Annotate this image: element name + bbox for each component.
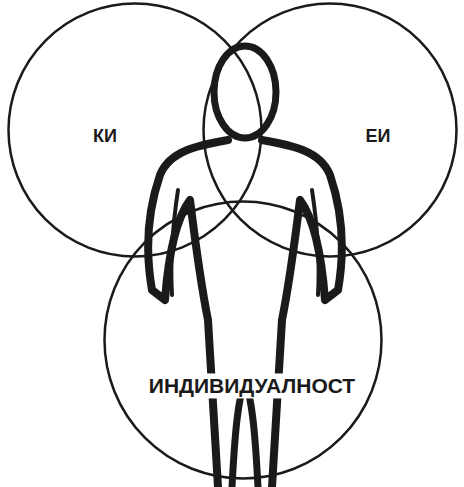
venn-circle: ЕИ [202, 2, 458, 258]
circle-outline [202, 2, 458, 258]
circle-outline [105, 202, 382, 479]
circle-label: ЕИ [363, 126, 394, 148]
venn-circle: ИНДИВИДУАЛНОСТ [103, 200, 383, 480]
figure-arm-line [171, 190, 178, 295]
circle-outline [9, 4, 262, 257]
circle-outline [103, 200, 383, 480]
circle-label: ИНДИВИДУАЛНОСТ [146, 373, 358, 398]
figure-arm-line [312, 190, 319, 295]
venn-circle: КИ [7, 2, 263, 258]
figure-body-left [148, 140, 228, 487]
circle-label: КИ [90, 126, 120, 148]
figure-body-right [262, 140, 342, 487]
circle-outline [7, 2, 263, 258]
circle-outline [204, 4, 457, 257]
